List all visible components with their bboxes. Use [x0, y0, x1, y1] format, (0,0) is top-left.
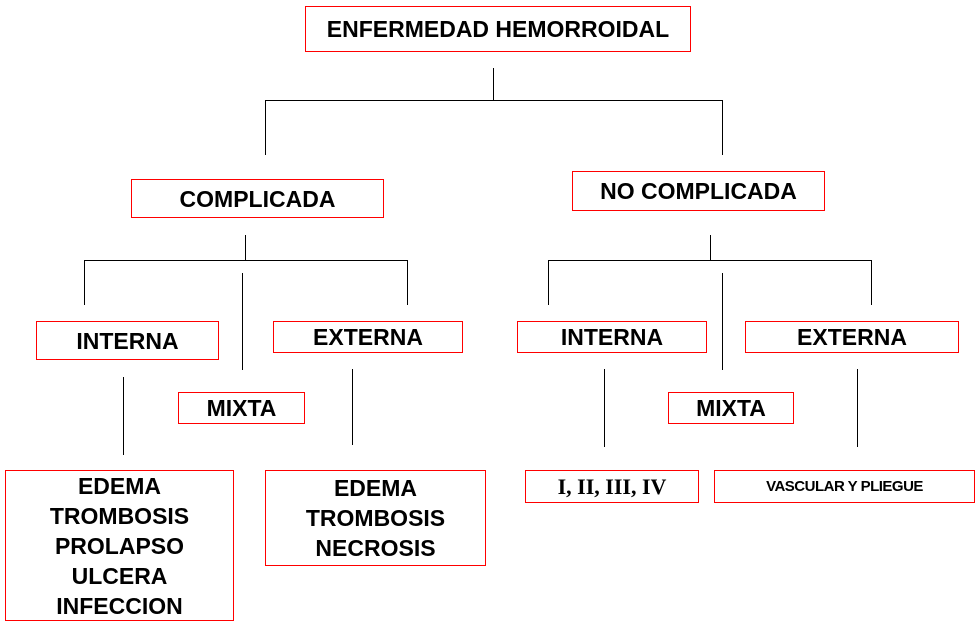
label: INTERNA: [560, 324, 664, 350]
complicada-label: COMPLICADA: [179, 185, 336, 212]
label: VASCULAR Y PLIEGUE: [766, 477, 923, 495]
grades-node: I, II, III, IV: [525, 470, 699, 503]
root-node: ENFERMEDAD HEMORROIDAL: [305, 6, 691, 52]
no-complicada-node: NO COMPLICADA: [572, 171, 825, 211]
label: MIXTA: [696, 395, 766, 421]
complicada-interna-node: INTERNA: [36, 321, 219, 360]
item: NECROSIS: [315, 535, 436, 561]
complicada-interna-items: EDEMA TROMBOSIS PROLAPSO ULCERA INFECCIO…: [5, 470, 234, 621]
no-complicada-mixta-node: MIXTA: [668, 392, 794, 424]
label: INTERNA: [76, 327, 179, 354]
label: MIXTA: [206, 395, 277, 421]
complicada-externa-node: EXTERNA: [273, 321, 463, 353]
root-label: ENFERMEDAD HEMORROIDAL: [326, 16, 670, 42]
vascular-node: VASCULAR Y PLIEGUE: [714, 470, 975, 503]
complicada-mixta-node: MIXTA: [178, 392, 305, 424]
item: ULCERA: [71, 562, 168, 589]
no-complicada-interna-node: INTERNA: [517, 321, 707, 353]
label: I, II, III, IV: [557, 473, 667, 499]
label: EXTERNA: [797, 324, 907, 350]
item: EDEMA: [333, 475, 418, 501]
item: TROMBOSIS: [49, 502, 190, 529]
item: INFECCION: [56, 592, 183, 619]
item: PROLAPSO: [54, 532, 185, 559]
complicada-node: COMPLICADA: [131, 179, 384, 218]
item: EDEMA: [77, 472, 162, 499]
item: TROMBOSIS: [305, 505, 446, 531]
no-complicada-externa-node: EXTERNA: [745, 321, 959, 353]
label: EXTERNA: [313, 324, 423, 350]
complicada-externa-items: EDEMA TROMBOSIS NECROSIS: [265, 470, 486, 566]
no-complicada-label: NO COMPLICADA: [600, 178, 797, 204]
